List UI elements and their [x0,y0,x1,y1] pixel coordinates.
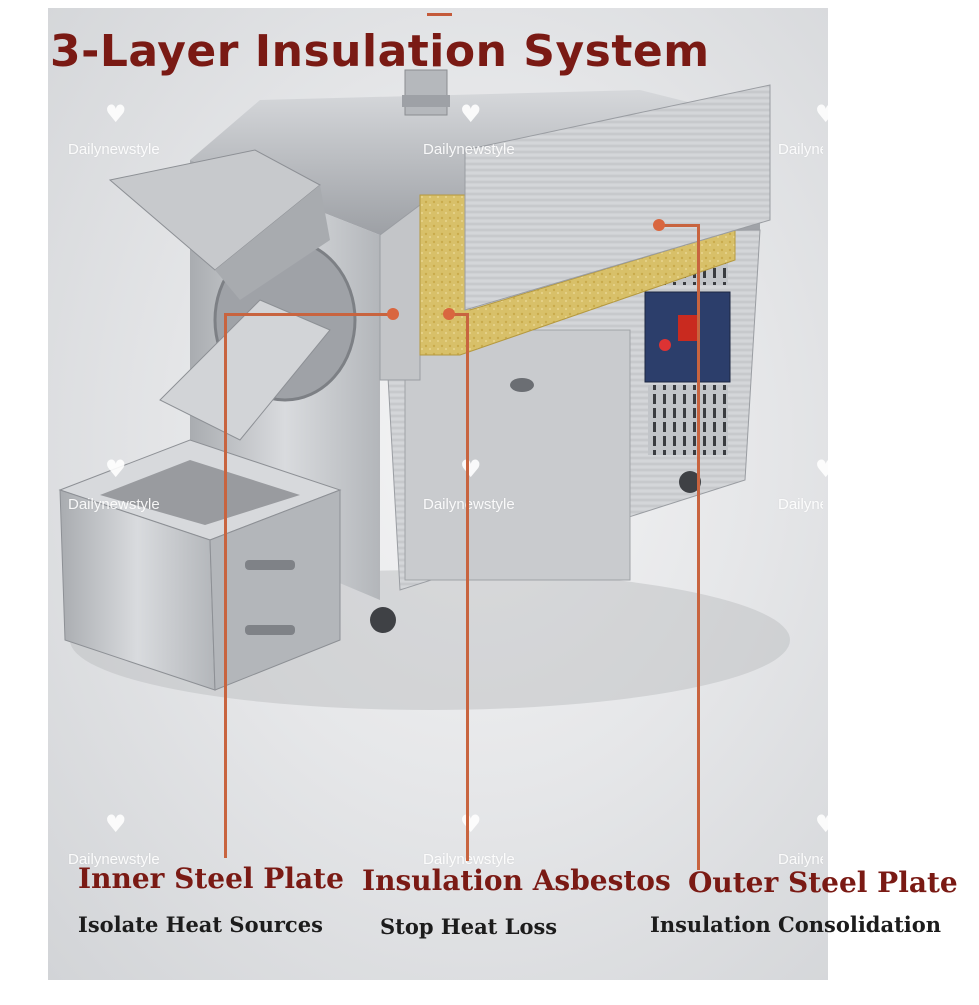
watermark-heart-icon: ♥ [460,455,482,483]
watermark-heart-icon: ♥ [815,810,837,838]
power-switch [678,315,700,341]
tray-handle [245,625,295,635]
callout-dot-inner [387,308,399,320]
indicator-light [659,339,671,351]
label-inner-steel-plate: Inner Steel Plate [78,862,344,895]
tray-grid [100,460,300,525]
watermark-heart-icon: ♥ [815,455,837,483]
page-title: 3-Layer Insulation System [50,26,710,77]
watermark: Dailynewstyle [778,141,823,158]
leader-line-asbestos-vertical [466,313,469,861]
leader-line-asbestos-horizontal [452,313,468,316]
chimney-band [402,95,450,107]
callout-dot-asbestos [443,308,455,320]
leader-line-inner-horizontal [224,313,394,316]
door-handle [510,378,534,392]
watermark-heart-icon: ♥ [105,455,127,483]
watermark: Dailynewstyle [68,851,160,868]
outer-steel-plate-layer [464,84,771,311]
cooling-tray-side [209,489,341,691]
watermark-heart-icon: ♥ [460,100,482,128]
leader-line-outer-vertical [697,224,700,870]
wheel [370,607,396,633]
watermark: Dailynewstyle [68,496,160,513]
label-inner-steel-plate-subtitle: Isolate Heat Sources [78,912,323,937]
wheel [679,471,701,493]
watermark-heart-icon: ♥ [815,100,837,128]
tray-handle [245,560,295,570]
leader-line-outer-horizontal [660,224,700,227]
leader-line-inner-vertical [224,313,227,858]
top-accent-mark [427,13,452,16]
chimney [404,69,448,116]
watermark: Dailynewstyle [778,496,823,513]
watermark-heart-icon: ♥ [105,100,127,128]
watermark-heart-icon: ♥ [460,810,482,838]
watermark-heart-icon: ♥ [105,810,127,838]
watermark: Dailynewstyle [423,141,515,158]
label-outer-steel-plate-subtitle: Insulation Consolidation [650,912,942,937]
callout-dot-outer [653,219,665,231]
watermark: Dailynewstyle [68,141,160,158]
hopper-side [215,185,330,300]
label-insulation-asbestos-subtitle: Stop Heat Loss [380,914,558,939]
cabinet-door [404,329,631,581]
inner-steel-plate-layer [379,204,421,381]
watermark: Dailynewstyle [778,851,823,868]
label-outer-steel-plate: Outer Steel Plate [688,866,958,899]
label-insulation-asbestos: Insulation Asbestos [362,864,671,897]
side-vents [648,385,728,455]
